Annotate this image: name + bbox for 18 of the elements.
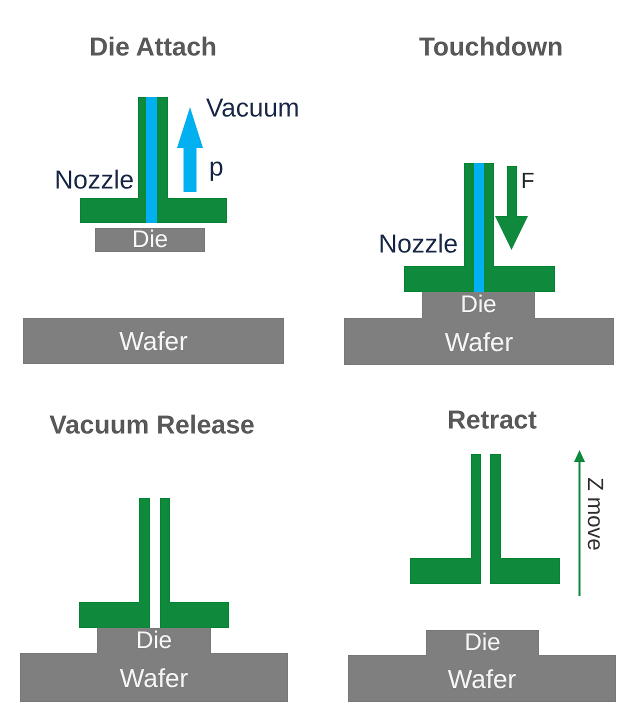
arrow-label: Z move: [582, 477, 608, 551]
wafer-block: Wafer: [20, 653, 288, 702]
die-block: Die: [422, 292, 535, 318]
panel-heading: Touchdown: [419, 32, 563, 62]
arrow-label: F: [521, 168, 534, 194]
die-block: Die: [97, 628, 211, 653]
arrow-label: Vacuum: [206, 94, 300, 122]
wafer-block: Wafer: [344, 318, 614, 365]
panel-heading: Die Attach: [89, 32, 217, 62]
part-label: Nozzle: [54, 166, 134, 194]
wafer-block: Wafer: [23, 318, 284, 364]
arrow-label: p: [209, 152, 224, 182]
panel-heading: Vacuum Release: [49, 410, 255, 440]
panel-heading: Retract: [447, 406, 537, 434]
wafer-block: Wafer: [348, 655, 616, 702]
part-label: Nozzle: [378, 230, 458, 258]
die-block: Die: [95, 228, 205, 252]
die-block: Die: [426, 630, 539, 655]
